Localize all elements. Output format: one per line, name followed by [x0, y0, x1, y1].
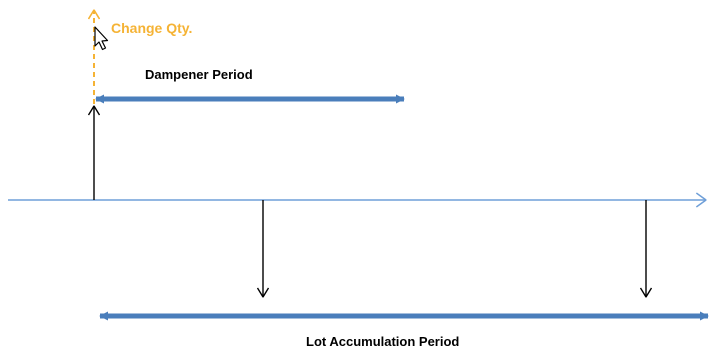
change-qty-label: Change Qty. — [111, 20, 192, 36]
dampener-period-label: Dampener Period — [145, 67, 253, 82]
lot-accumulation-period-label: Lot Accumulation Period — [306, 334, 459, 349]
mouse-pointer-icon — [94, 26, 109, 51]
